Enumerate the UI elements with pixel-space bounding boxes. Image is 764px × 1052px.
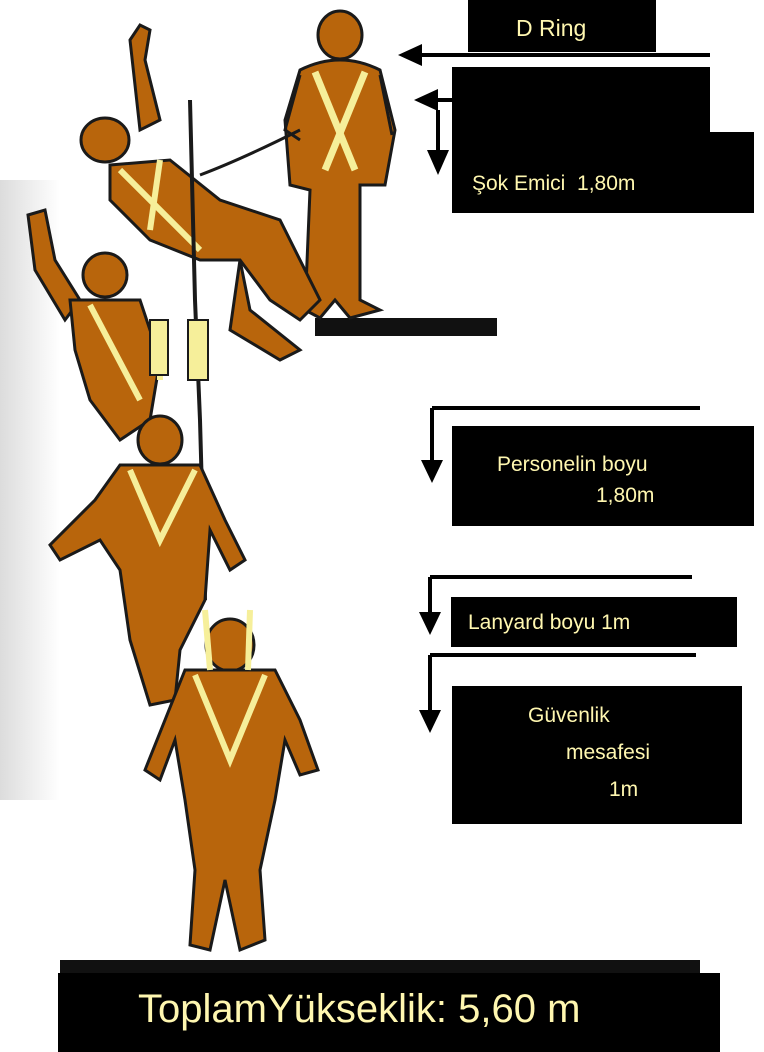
- person-height-label-box: Personelin boyu 1,80m: [452, 426, 754, 526]
- person-height-label-line1: Personelin boyu: [497, 453, 648, 477]
- d-ring-label-box: D Ring: [468, 0, 656, 52]
- shock-absorber-label-box-extension: [700, 132, 754, 213]
- person-height-label-line2: 1,80m: [596, 484, 654, 508]
- total-height-label: ToplamYükseklik: 5,60 m: [138, 987, 580, 1032]
- lanyard-label-box: Lanyard boyu 1m: [451, 597, 737, 647]
- shock-absorber-label: Şok Emici 1,80m: [472, 172, 635, 196]
- d-ring-label: D Ring: [516, 15, 586, 42]
- safety-distance-label-box: Güvenlik mesafesi 1m: [452, 686, 742, 824]
- safety-distance-label-line1: Güvenlik: [528, 704, 610, 728]
- safety-distance-label-line2: mesafesi: [566, 741, 650, 765]
- total-height-label-box: ToplamYükseklik: 5,60 m: [58, 973, 720, 1052]
- lanyard-label: Lanyard boyu 1m: [468, 611, 630, 635]
- safety-distance-label-line3: 1m: [609, 778, 638, 802]
